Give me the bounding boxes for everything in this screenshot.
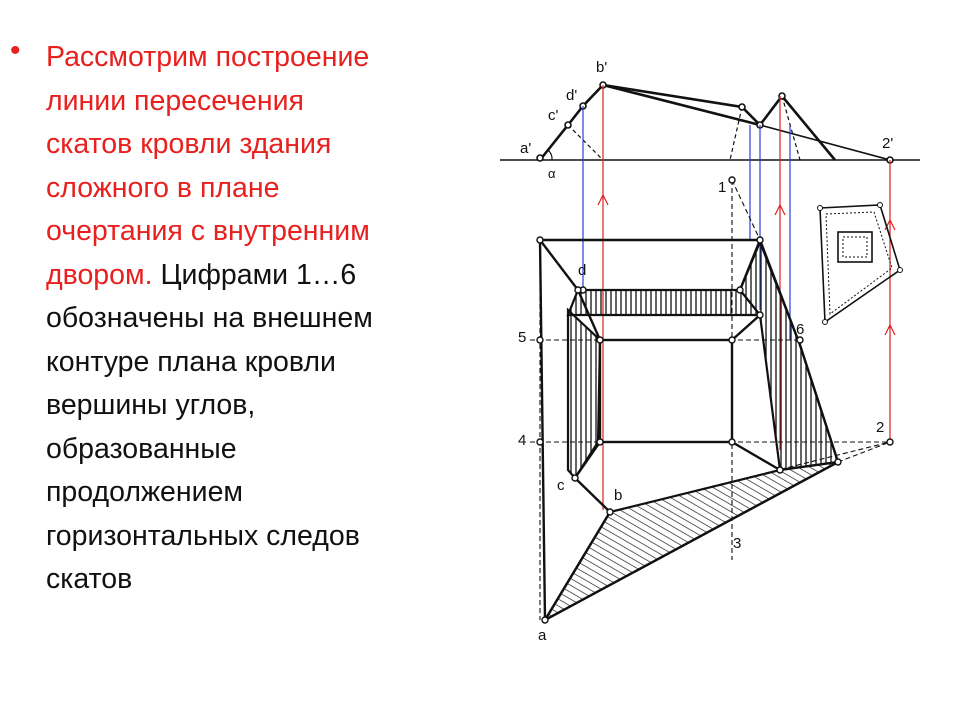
label-6: 6 xyxy=(796,321,804,338)
text-line: очертания с внутренним xyxy=(46,210,486,254)
aux-inner xyxy=(837,231,873,263)
vertex-4 xyxy=(536,438,544,446)
text-segment: Цифрами 1…6 xyxy=(160,258,357,291)
label-3: 3 xyxy=(733,535,741,552)
label-b: b xyxy=(614,487,622,504)
text-line: горизонтальных следов xyxy=(46,515,486,559)
vertex-1 xyxy=(728,176,736,184)
slope-top-hatched xyxy=(566,288,763,317)
bullet-marker: • xyxy=(10,34,21,67)
label-2: 2 xyxy=(876,419,884,436)
text-line: сложного в плане xyxy=(46,167,486,211)
plan-view xyxy=(530,176,894,624)
text-segment: сложного в плане xyxy=(46,171,280,204)
label-c: c xyxy=(557,477,565,494)
text-segment: горизонтальных следов xyxy=(46,519,360,552)
ridge-line xyxy=(602,83,761,127)
vertex-a xyxy=(541,616,549,624)
text-segment: продолжением xyxy=(46,476,244,508)
vertex-6 xyxy=(796,336,804,344)
roof-construction-drawing: b' d' c' a' α 2' 1 d 5 6 4 2 c b 3 a xyxy=(500,59,920,644)
text-segment: скатов xyxy=(46,563,133,595)
text-line: обозначены на внешнем xyxy=(46,297,486,341)
vertex-5 xyxy=(536,336,544,344)
point-c-prime xyxy=(564,121,572,129)
text-line: продолжением xyxy=(46,471,486,515)
text-line: контуре плана кровли xyxy=(46,341,486,385)
vertex-2 xyxy=(886,438,894,446)
roof-profile-right xyxy=(759,124,891,161)
text-line: двором. Цифрами 1…6 xyxy=(46,254,486,298)
text-line: линии пересечения xyxy=(46,80,486,124)
text-segment: скатов кровли здания xyxy=(46,128,332,160)
text-segment: очертания с внутренним xyxy=(46,215,370,247)
vertex-c xyxy=(571,474,579,482)
text-segment: двором. xyxy=(46,258,161,291)
label-a: a xyxy=(538,627,547,644)
label-5: 5 xyxy=(518,329,526,346)
label-alpha-prime: α xyxy=(548,166,556,181)
text-line: скатов кровли здания xyxy=(46,123,486,167)
text-line: вершины углов, xyxy=(46,384,486,428)
slope-left-hatched xyxy=(566,307,602,480)
vertex-b xyxy=(606,508,614,516)
aux-outer xyxy=(819,204,901,324)
text-line: Рассмотрим построение xyxy=(46,36,486,80)
text-line: образованные xyxy=(46,428,486,472)
angle-alpha-arc xyxy=(547,149,553,161)
text-segment: образованные xyxy=(46,432,237,465)
slide-text: Рассмотрим построение линии пересечения ск… xyxy=(46,36,486,602)
auxiliary-figure xyxy=(817,202,903,325)
label-b-prime: b' xyxy=(596,59,607,76)
text-segment: линии пересечения xyxy=(46,84,304,117)
drawing-labels: b' d' c' a' α 2' 1 d 5 6 4 2 c b 3 a xyxy=(518,59,893,644)
text-segment: вершины углов, xyxy=(46,389,256,421)
label-1: 1 xyxy=(718,179,726,196)
text-segment: обозначены на внешнем xyxy=(46,302,373,334)
outer-contour xyxy=(538,238,840,622)
text-segment: контуре плана кровли xyxy=(46,345,336,378)
text-line: скатов xyxy=(46,558,486,602)
front-view xyxy=(500,81,920,164)
label-4: 4 xyxy=(518,432,526,449)
label-a-prime: a' xyxy=(520,140,531,157)
label-d: d xyxy=(578,262,586,279)
label-c-prime: c' xyxy=(548,107,559,124)
label-d-prime: d' xyxy=(566,87,577,104)
roof-profile xyxy=(538,83,837,161)
point-a-prime xyxy=(536,154,544,162)
label-2-prime: 2' xyxy=(882,135,893,152)
inner-courtyard xyxy=(598,338,734,444)
text-segment: Рассмотрим построение xyxy=(46,41,370,73)
